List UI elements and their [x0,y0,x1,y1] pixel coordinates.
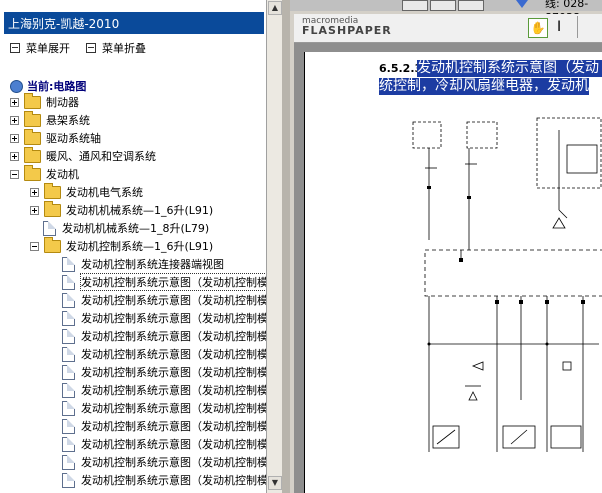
collapse-toggle-icon[interactable] [10,169,19,179]
folder-icon [44,182,61,199]
collapse-toggle-icon[interactable] [30,241,39,251]
folder-icon [24,128,41,145]
tree-item-schematic[interactable]: 发动机控制系统示意图（发动机控制模 [62,292,266,308]
tree-item-engine-electrical[interactable]: 发动机电气系统 [30,182,143,200]
document-icon [62,256,75,272]
globe-icon [10,79,23,93]
toolbar-button[interactable] [402,0,428,11]
tree-vertical-scrollbar[interactable]: ▲ ▼ [266,0,283,493]
tree-item-hvac[interactable]: 暖风、通风和空调系统 [10,146,156,164]
tree-item-engine-mechanical-18[interactable]: 发动机机械系统—1_8升(L79) [43,220,209,236]
expand-toggle-icon[interactable] [10,133,19,143]
document-icon [62,364,75,380]
expand-icon [10,43,20,53]
toolbar-divider [577,16,578,38]
document-icon [62,328,75,344]
panel-title: 上海别克-凯越-2010 [8,17,120,31]
expand-toggle-icon[interactable] [10,97,19,107]
text-select-tool-icon[interactable]: I [557,19,562,35]
tree-item-schematic[interactable]: 发动机控制系统示意图（发动机控制模 [62,454,266,470]
schematic-heading-line1: 发动机控制系统示意图（发动 [417,60,602,77]
scroll-down-arrow-icon[interactable]: ▼ [268,476,282,490]
folder-icon [24,110,41,127]
outer-toolbar-strip [290,0,602,11]
tree-item-schematic[interactable]: 发动机控制系统示意图（发动机控制模 [62,310,266,326]
document-icon [62,454,75,470]
collapse-icon [86,43,96,53]
toolbar-button[interactable] [458,0,484,11]
tree-item-engine-control-16[interactable]: 发动机控制系统—1_6升(L91) [30,236,213,254]
tree-item-schematic[interactable]: 发动机控制系统示意图（发动机控制模 [62,418,266,434]
expand-toggle-icon[interactable] [30,187,39,197]
document-page: 6.5.2.3 发动机控制系统示意图（发动 统控制，冷却风扇继电器，发动机 [304,52,602,493]
splitter[interactable] [282,0,290,493]
arrow-icon [516,0,528,8]
tree-item-schematic[interactable]: 发动机控制系统示意图（发动机控制模 [62,436,266,452]
document-icon [62,346,75,362]
document-icon [62,400,75,416]
tree-item-schematic[interactable]: 发动机控制系统示意图（发动机控制模 [62,400,266,416]
document-icon [43,220,56,236]
scroll-up-arrow-icon[interactable]: ▲ [268,1,282,15]
tree-item-schematic[interactable]: 发动机控制系统示意图（发动机控制模 [62,364,266,380]
tree-item-schematic[interactable]: 发动机控制系统示意图（发动机控制模 [62,472,266,488]
tree-item-schematic[interactable]: 发动机控制系统示意图（发动机控制模 [62,346,266,362]
folder-icon [24,146,41,163]
tree-item-schematic-selected[interactable]: 发动机控制系统示意图（发动机控制模 [62,273,266,291]
toolbar-button[interactable] [430,0,456,11]
current-location: 当前:电路图 [10,78,86,94]
collapse-menu-button[interactable]: 菜单折叠 [86,40,146,56]
document-vertical-scrollbar[interactable] [590,43,602,493]
tree-item-engine-mechanical-16[interactable]: 发动机机械系统—1_6升(L91) [30,200,213,218]
expand-toggle-icon[interactable] [10,115,19,125]
panel-title-bar: 上海别克-凯越-2010 [4,12,264,34]
tree-item-driveline[interactable]: 驱动系统轴 [10,128,101,146]
tree-item-schematic[interactable]: 发动机控制系统示意图（发动机控制模 [62,382,266,398]
schematic-heading-line2: 统控制，冷却风扇继电器，发动机 [379,78,589,95]
flashpaper-logo: macromedia FLASHPAPER [302,16,392,37]
tree-item-engine[interactable]: 发动机 [10,164,79,182]
document-icon [62,310,75,326]
flashpaper-toolbar: macromedia FLASHPAPER ✋ I [294,14,602,43]
document-icon [62,274,75,290]
folder-icon [24,92,41,109]
hand-tool-icon[interactable]: ✋ [528,18,548,38]
document-icon [62,292,75,308]
folder-open-icon [24,164,41,181]
document-icon [62,472,75,488]
wiring-diagram [412,117,602,452]
tree-item-schematic[interactable]: 发动机控制系统示意图（发动机控制模 [62,328,266,344]
document-icon [62,418,75,434]
tree-item-suspension[interactable]: 悬架系统 [10,110,90,128]
expand-toggle-icon[interactable] [30,205,39,215]
document-icon [62,436,75,452]
folder-open-icon [44,236,61,253]
tree-item-brakes[interactable]: 制动器 [10,92,79,110]
tree-item-connector-views[interactable]: 发动机控制系统连接器端视图 [62,256,224,272]
expand-toggle-icon[interactable] [10,151,19,161]
navigation-panel: 上海别克-凯越-2010 菜单展开 菜单折叠 当前:电路图 制动器 悬架系统 驱… [0,0,266,493]
expand-menu-button[interactable]: 菜单展开 [10,40,70,56]
section-number: 6.5.2.3 [379,62,423,75]
document-icon [62,382,75,398]
folder-icon [44,200,61,217]
